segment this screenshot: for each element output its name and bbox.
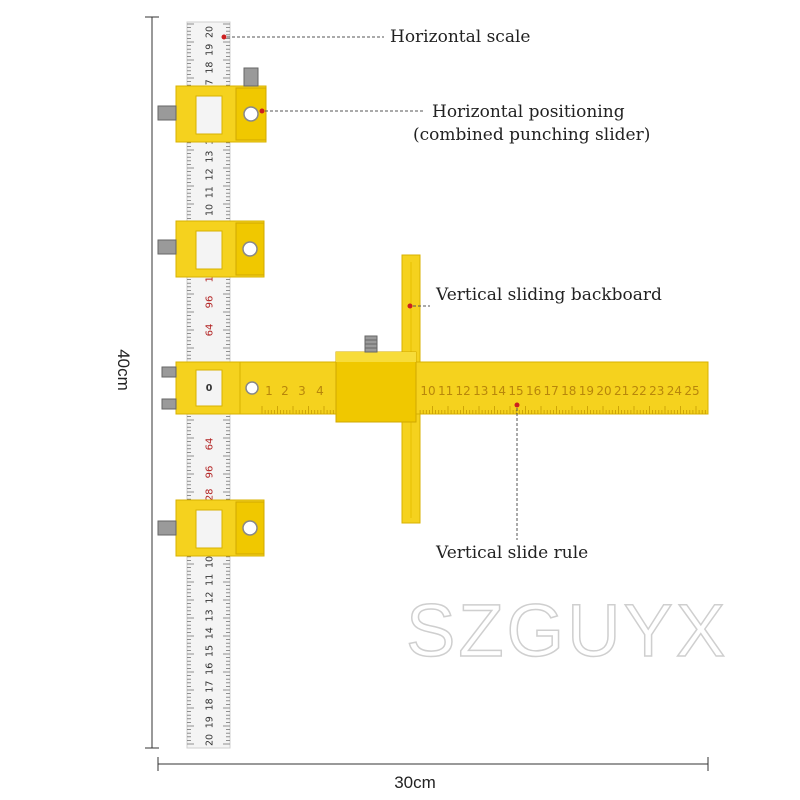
vertical-scale-number: 14 xyxy=(205,627,216,639)
vertical-scale-number: 12 xyxy=(205,168,216,180)
center-slider[interactable] xyxy=(175,361,259,415)
slide-rule-number: 12 xyxy=(456,384,471,398)
slide-rule-number: 20 xyxy=(596,384,611,398)
slide-rule-number: 25 xyxy=(684,384,699,398)
width-dimension xyxy=(157,757,709,771)
slide-rule-number: 15 xyxy=(508,384,523,398)
slide-rule-number: 2 xyxy=(281,384,289,398)
vertical-scale-number: 10 xyxy=(205,204,216,216)
vertical-scale-number: 16 xyxy=(205,663,216,675)
slide-rule-number: 16 xyxy=(526,384,541,398)
punching-slider-lower[interactable] xyxy=(157,499,265,557)
callout-horizontal-positioning xyxy=(259,108,425,114)
height-dimension xyxy=(145,16,159,749)
vertical-scale-number: 11 xyxy=(205,186,216,198)
punching-slider-top[interactable] xyxy=(157,67,267,143)
slide-rule-number: 1 xyxy=(265,384,273,398)
vertical-scale-red-mark: 96 xyxy=(205,296,216,309)
slide-rule-number: 24 xyxy=(667,384,682,398)
slide-rule-number: 18 xyxy=(561,384,576,398)
horizontal-slide-rule xyxy=(229,361,709,415)
label-vertical-slide-rule: Vertical slide rule xyxy=(435,543,588,563)
height-dimension-label: 40cm xyxy=(114,349,133,391)
clamp-knob-icon[interactable] xyxy=(364,335,378,353)
vertical-scale-number: 10 xyxy=(205,556,216,568)
vertical-scale-number: 11 xyxy=(205,574,216,586)
label-horizontal-scale: Horizontal scale xyxy=(390,27,530,47)
vertical-scale-number: 19 xyxy=(205,44,216,56)
label-vertical-sliding-backboard: Vertical sliding backboard xyxy=(435,285,662,305)
slide-rule-number: 11 xyxy=(438,384,453,398)
vertical-scale-red-mark: 96 xyxy=(205,466,216,479)
vertical-scale-number: 12 xyxy=(205,592,216,604)
vertical-scale-number: 13 xyxy=(205,609,216,621)
vertical-scale-number: 20 xyxy=(205,26,216,38)
slide-rule-number: 14 xyxy=(491,384,506,398)
slide-rule-number: 17 xyxy=(544,384,559,398)
center-zero-mark: 0 xyxy=(206,383,213,394)
vertical-scale-red-mark: 64 xyxy=(205,438,216,451)
center-slider-screw-top-icon[interactable] xyxy=(161,366,177,378)
callout-horizontal-scale xyxy=(221,34,384,40)
slide-rule-number: 10 xyxy=(420,384,435,398)
slide-rule-number: 21 xyxy=(614,384,629,398)
vertical-scale-number: 18 xyxy=(205,62,216,74)
vertical-scale-number: 20 xyxy=(205,734,216,746)
center-slider-screw-bottom-icon[interactable] xyxy=(161,398,177,410)
slide-rule-number: 4 xyxy=(316,384,324,398)
slide-rule-number: 23 xyxy=(649,384,664,398)
backboard-clamp-block xyxy=(335,351,417,423)
slide-rule-number: 13 xyxy=(473,384,488,398)
label-horizontal-positioning-line1: Horizontal positioning xyxy=(432,102,625,122)
vertical-scale-number: 18 xyxy=(205,698,216,710)
slide-rule-number: 22 xyxy=(632,384,647,398)
vertical-scale-number: 17 xyxy=(205,681,216,693)
slide-rule-number: 3 xyxy=(298,384,306,398)
vertical-scale-number: 19 xyxy=(205,716,216,728)
vertical-scale-red-mark: 128 xyxy=(205,488,216,507)
brand-watermark: SZGUYX xyxy=(406,589,728,672)
slide-rule-ticks xyxy=(261,406,706,414)
label-horizontal-positioning-line2: (combined punching slider) xyxy=(413,125,650,145)
vertical-scale-number: 13 xyxy=(205,151,216,163)
width-dimension-label: 30cm xyxy=(394,773,436,792)
callout-vertical-backboard xyxy=(407,303,430,309)
punching-slider-upper-middle[interactable] xyxy=(157,220,265,278)
vertical-scale-number: 17 xyxy=(205,79,216,91)
vertical-scale-number: 15 xyxy=(205,645,216,657)
callout-vertical-slide-rule xyxy=(514,402,520,540)
vertical-scale-red-mark: 64 xyxy=(205,324,216,337)
slide-rule-number: 19 xyxy=(579,384,594,398)
